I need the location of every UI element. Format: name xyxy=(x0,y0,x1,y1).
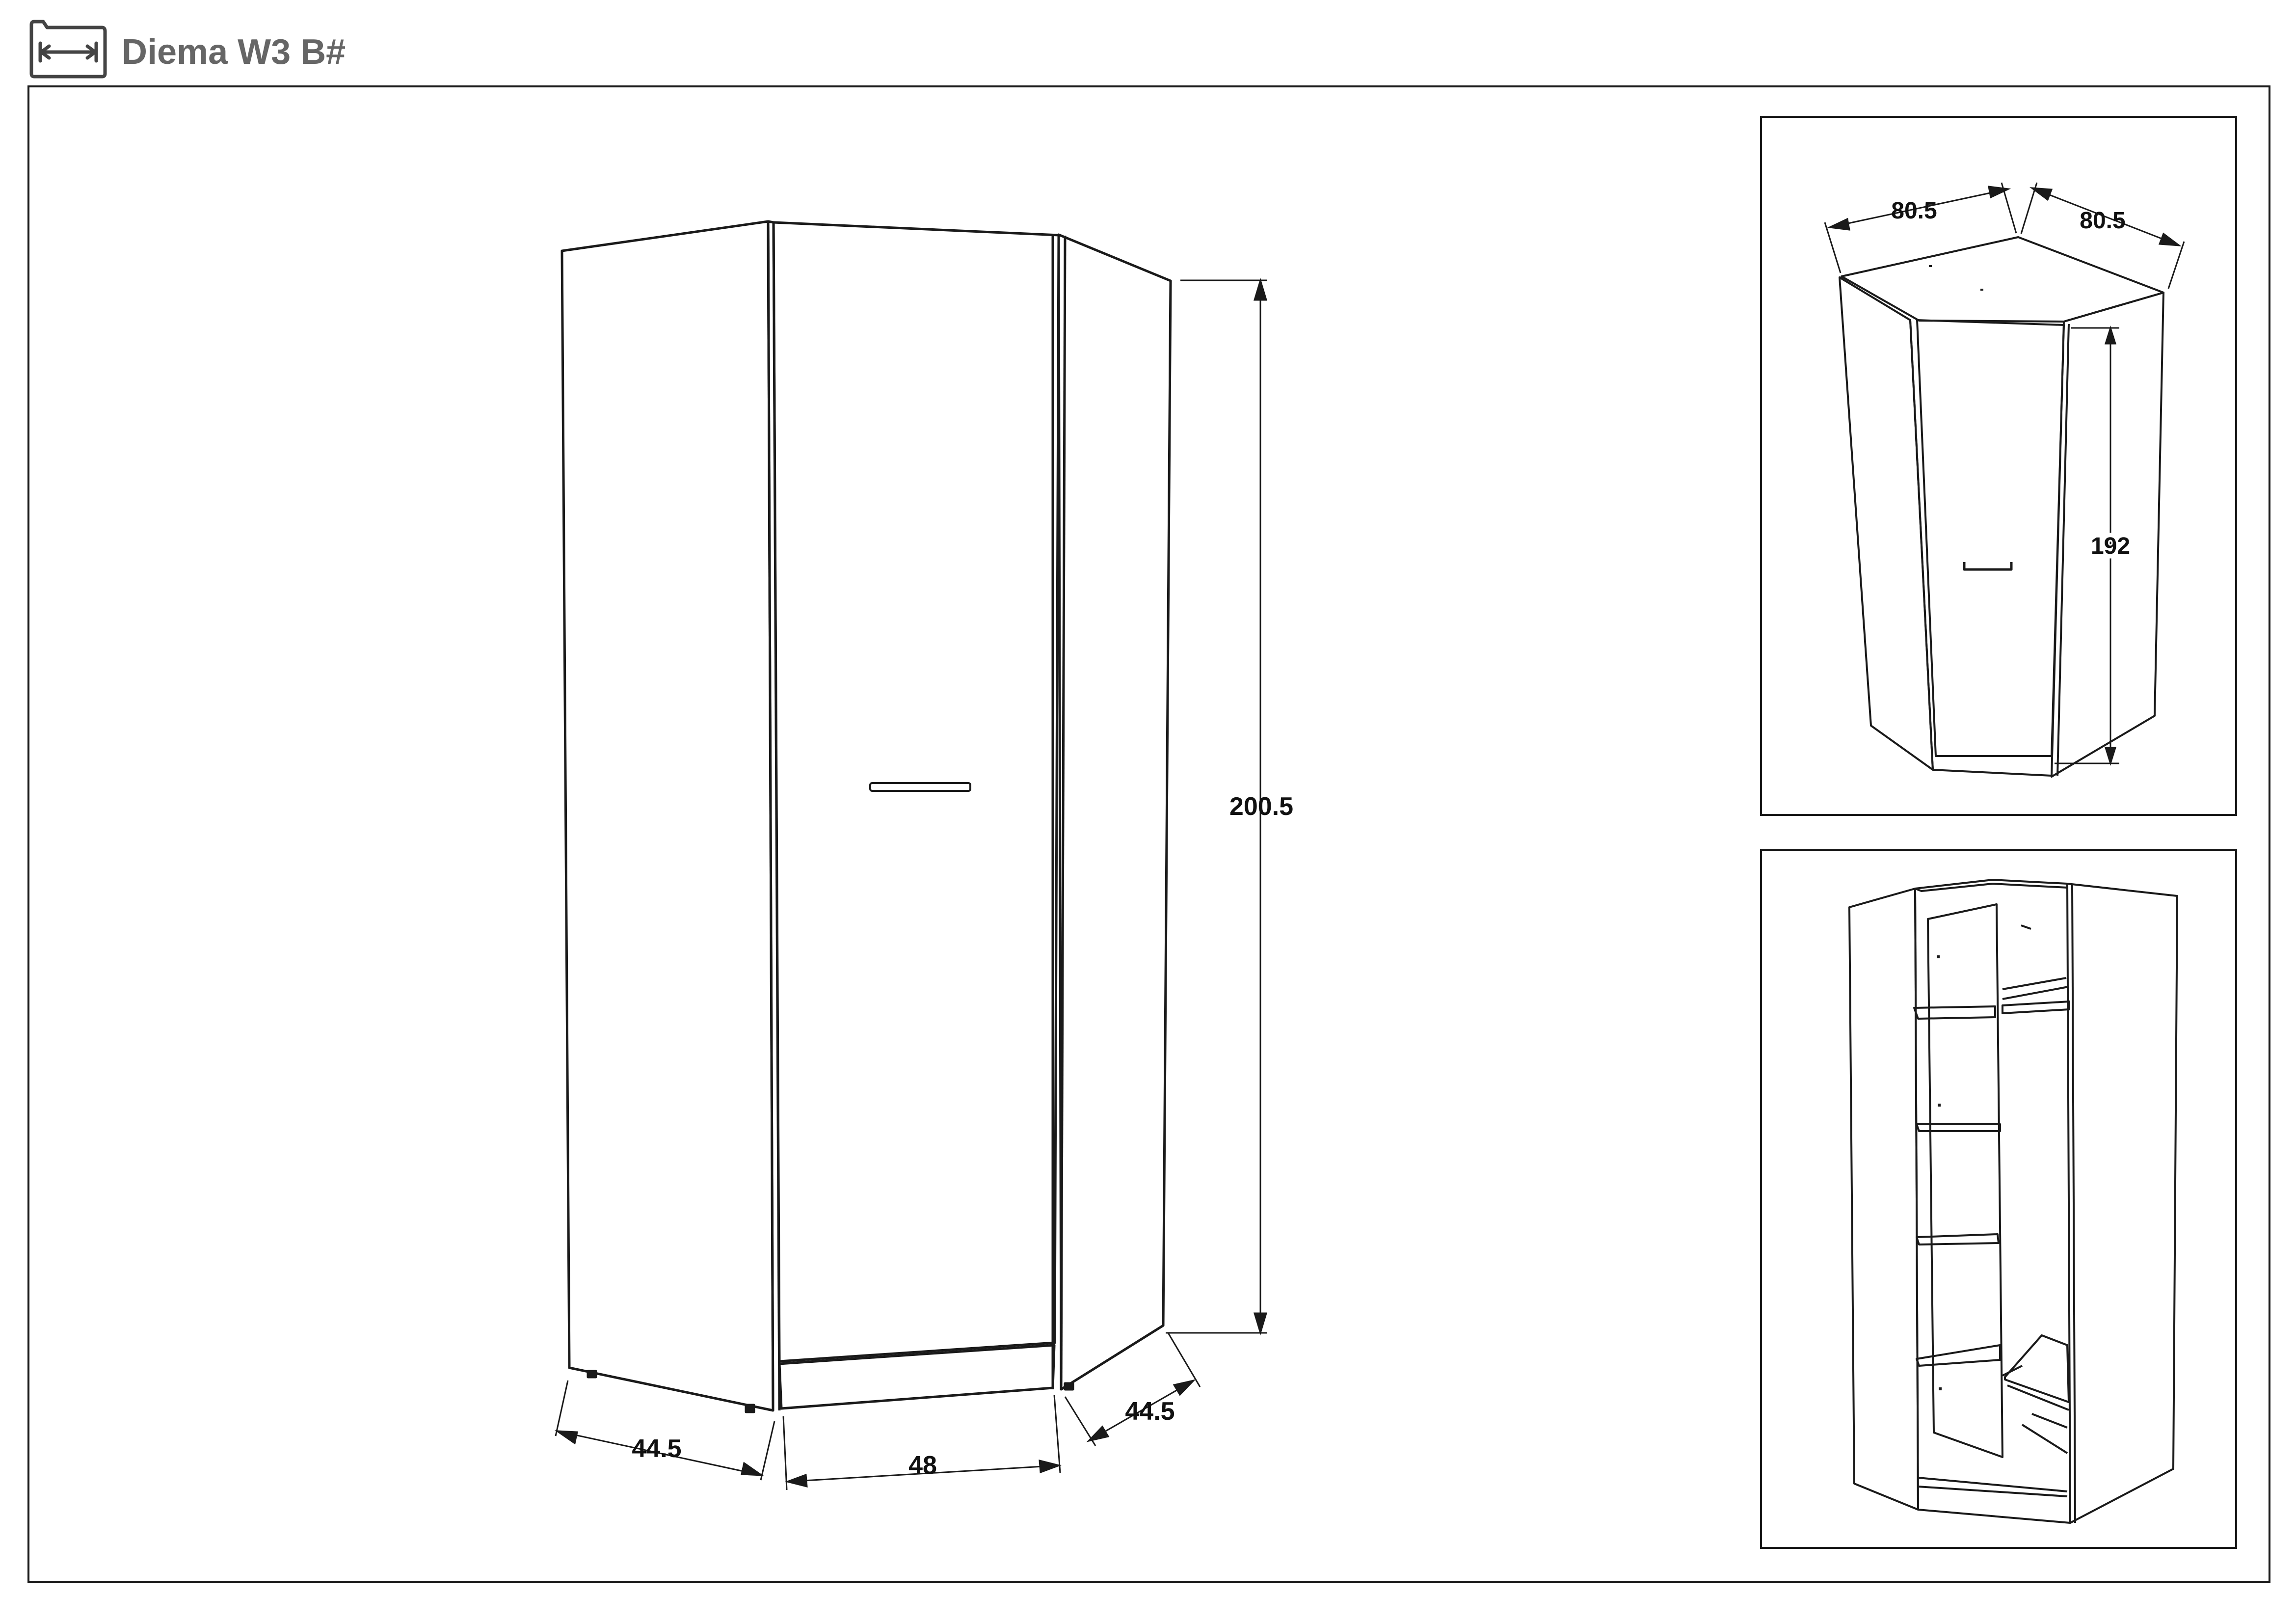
page-title: Diema W3 B# xyxy=(122,32,346,72)
right-side-panel xyxy=(1057,233,1172,1391)
header: Diema W3 B# xyxy=(29,20,346,79)
door-handle xyxy=(869,782,971,792)
inset-closed-view: 80.5 80.5 192 xyxy=(1760,116,2237,816)
height-dimension-label: 200.5 xyxy=(1229,792,1293,821)
wardrobe-main-view xyxy=(561,220,1172,1413)
top-width-left-label: 80.5 xyxy=(1891,198,1937,224)
front-width-dimension-label: 48 xyxy=(908,1451,937,1480)
main-view-dimension-labels: 200.5 44.5 48 44.5 xyxy=(632,792,1293,1480)
dimension-arrow-icon xyxy=(29,20,107,79)
left-side-panel xyxy=(561,220,774,1412)
door-height-label: 192 xyxy=(2091,533,2130,559)
plinth xyxy=(778,1344,1056,1410)
left-depth-dimension-label: 44.5 xyxy=(632,1435,681,1463)
right-depth-dimension-label: 44.5 xyxy=(1125,1397,1175,1426)
top-width-right-label: 80.5 xyxy=(2080,208,2125,234)
inset-open-view xyxy=(1760,849,2237,1549)
main-view-dimensions xyxy=(554,277,1268,1490)
drawing-frame xyxy=(27,85,2270,1583)
